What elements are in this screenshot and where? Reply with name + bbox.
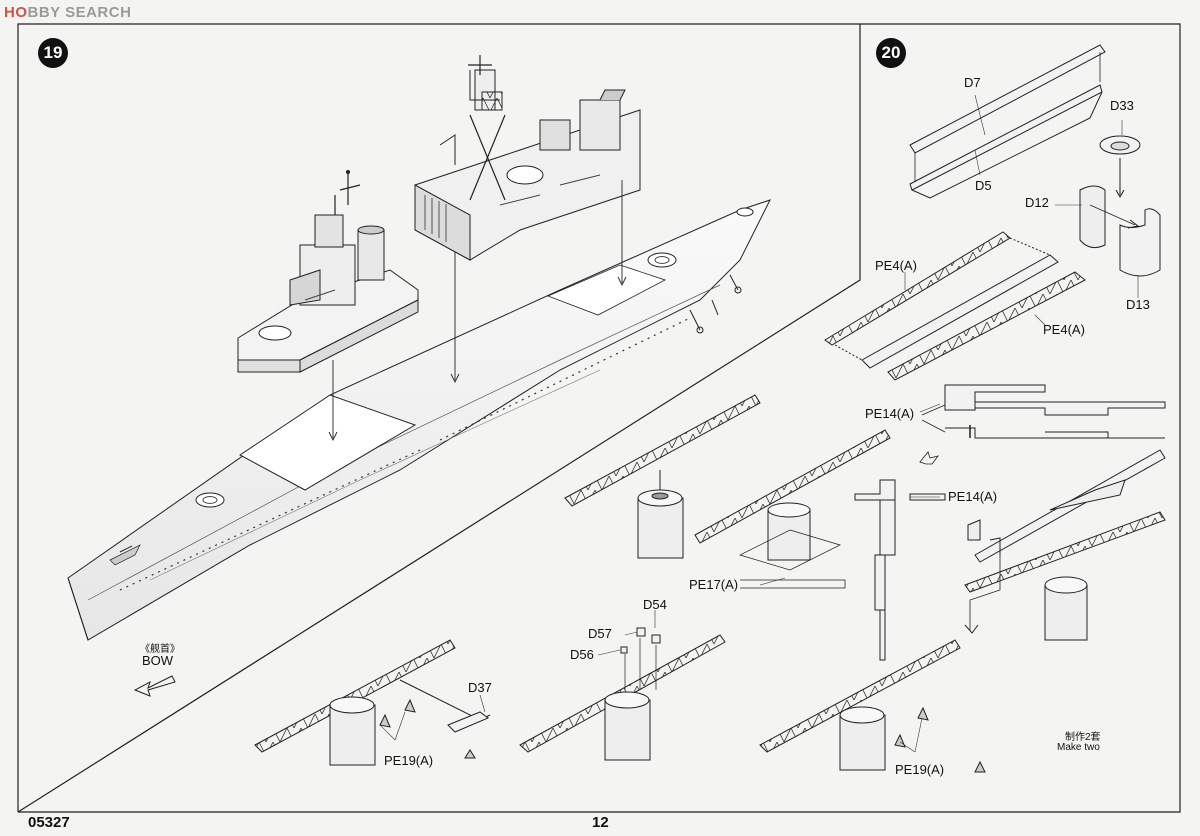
bow-label-cn: 《舰首》 — [140, 644, 180, 655]
bow-label: BOW — [142, 653, 174, 668]
part-label-pe14a-1: PE14(A) — [865, 406, 915, 421]
step-number-text: 20 — [881, 43, 901, 62]
page-number: 12 — [592, 814, 609, 831]
part-label-pe17a: PE17(A) — [689, 577, 739, 592]
logo-letter: O — [15, 4, 28, 21]
part-label-pe14a-2: PE14(A) — [948, 489, 998, 504]
direction-arrow — [919, 451, 939, 465]
step-number-19: 19 — [38, 38, 68, 68]
part-pe4-trusses — [824, 231, 1086, 381]
ship-hull — [67, 199, 771, 641]
bow-direction-arrow — [133, 675, 176, 697]
outer-frame — [18, 23, 1181, 813]
crane-assembly-5 — [519, 627, 726, 761]
part-label-d33: D33 — [1110, 98, 1134, 113]
product-code: 05327 — [28, 814, 70, 831]
part-d33 — [1099, 135, 1141, 199]
logo-text: BBY SEARCH — [27, 4, 132, 21]
watermark-logo: HOBBY SEARCH — [4, 4, 131, 21]
part-d7-d5 — [909, 44, 1106, 199]
part-label-d5: D5 — [975, 178, 992, 193]
divider-line — [17, 24, 861, 813]
part-label-pe4a-2: PE4(A) — [1043, 322, 1085, 337]
crane-assembly-1 — [564, 394, 761, 559]
make-two-label: Make two — [1057, 742, 1100, 753]
crane-post-pe14 — [854, 479, 946, 661]
part-pe14-strips — [921, 384, 1166, 439]
logo-letter: H — [4, 4, 16, 21]
part-d12-d13 — [1079, 185, 1161, 277]
part-label-d12: D12 — [1025, 195, 1049, 210]
crane-assembly-2 — [694, 429, 891, 589]
crane-assembly-3 — [964, 449, 1166, 641]
step-number-20: 20 — [876, 38, 906, 68]
make-two-label-cn: 制作2套 — [1065, 732, 1101, 743]
crane-assembly-4 — [254, 639, 491, 766]
part-label-d54: D54 — [643, 597, 667, 612]
part-label-d57: D57 — [588, 626, 612, 641]
part-label-d37: D37 — [468, 680, 492, 695]
part-label-d7: D7 — [964, 75, 981, 90]
part-label-pe4a-1: PE4(A) — [875, 258, 917, 273]
step19-frame — [17, 23, 860, 812]
part-label-pe19a-1: PE19(A) — [384, 753, 434, 768]
assembly-arrows-19 — [328, 180, 627, 442]
part-label-pe19a-2: PE19(A) — [895, 762, 945, 777]
aft-superstructure — [414, 55, 641, 261]
leader-lines — [379, 94, 1139, 753]
crane-assembly-6 — [759, 639, 986, 773]
forward-superstructure — [237, 170, 419, 373]
part-label-d56: D56 — [570, 647, 594, 662]
step-number-text: 19 — [43, 43, 63, 62]
part-label-d13: D13 — [1126, 297, 1150, 312]
